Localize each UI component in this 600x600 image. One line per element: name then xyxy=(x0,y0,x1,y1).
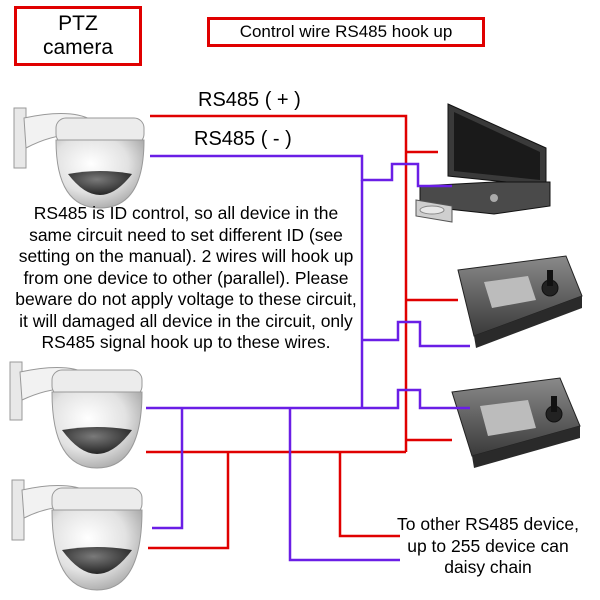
keyboard-side xyxy=(472,426,580,468)
power-button xyxy=(490,194,498,202)
daisy-chain-note: To other RS485 device, up to 255 device … xyxy=(397,514,579,577)
wall-bracket xyxy=(13,107,27,169)
joystick xyxy=(551,396,557,412)
rs485-minus-to-keyboard-2 xyxy=(146,388,470,410)
rs485-plus-trunk xyxy=(150,114,408,452)
ptz-camera-2 xyxy=(9,361,143,469)
diagram-title: Control wire RS485 hook up xyxy=(239,22,453,41)
keypad xyxy=(480,400,536,436)
rs485-minus-label: RS485 ( - ) xyxy=(194,128,292,150)
camera-lens xyxy=(62,547,132,574)
wall-bracket xyxy=(11,479,25,541)
camera-lens xyxy=(68,171,132,195)
wall-bracket xyxy=(9,361,23,421)
keyboard-side xyxy=(474,296,582,348)
rs485-minus-to-other-devices xyxy=(288,408,400,562)
disc xyxy=(419,205,445,215)
joystick xyxy=(547,270,553,286)
ptz-camera-1 xyxy=(13,107,145,209)
rs485-minus-to-keyboard-1 xyxy=(362,320,470,348)
keyboard-controller-2 xyxy=(451,377,581,468)
title-box: Control wire RS485 hook up xyxy=(207,17,485,47)
dvr-recorder xyxy=(415,103,551,223)
rs485-plus-wires xyxy=(146,114,458,550)
keyboard-controller-1 xyxy=(457,255,583,348)
rs485-plus-from-camera-3 xyxy=(148,452,230,550)
rs485-minus-to-dvr xyxy=(150,154,452,188)
rs485-plus-to-other-devices xyxy=(338,452,400,538)
ptz-camera-label-box: PTZ camera xyxy=(14,6,142,66)
rs485-minus-wires xyxy=(146,154,470,562)
rs485-plus-label: RS485 ( + ) xyxy=(198,89,301,111)
rs485-minus-from-camera-3 xyxy=(152,408,184,530)
ptz-camera-3 xyxy=(11,479,143,591)
ptz-camera-label: PTZ camera xyxy=(42,12,114,59)
rs485-note: RS485 is ID control, so all device in th… xyxy=(15,203,357,352)
keypad xyxy=(484,276,536,308)
monitor-screen xyxy=(454,112,540,180)
camera-lens xyxy=(62,427,132,454)
